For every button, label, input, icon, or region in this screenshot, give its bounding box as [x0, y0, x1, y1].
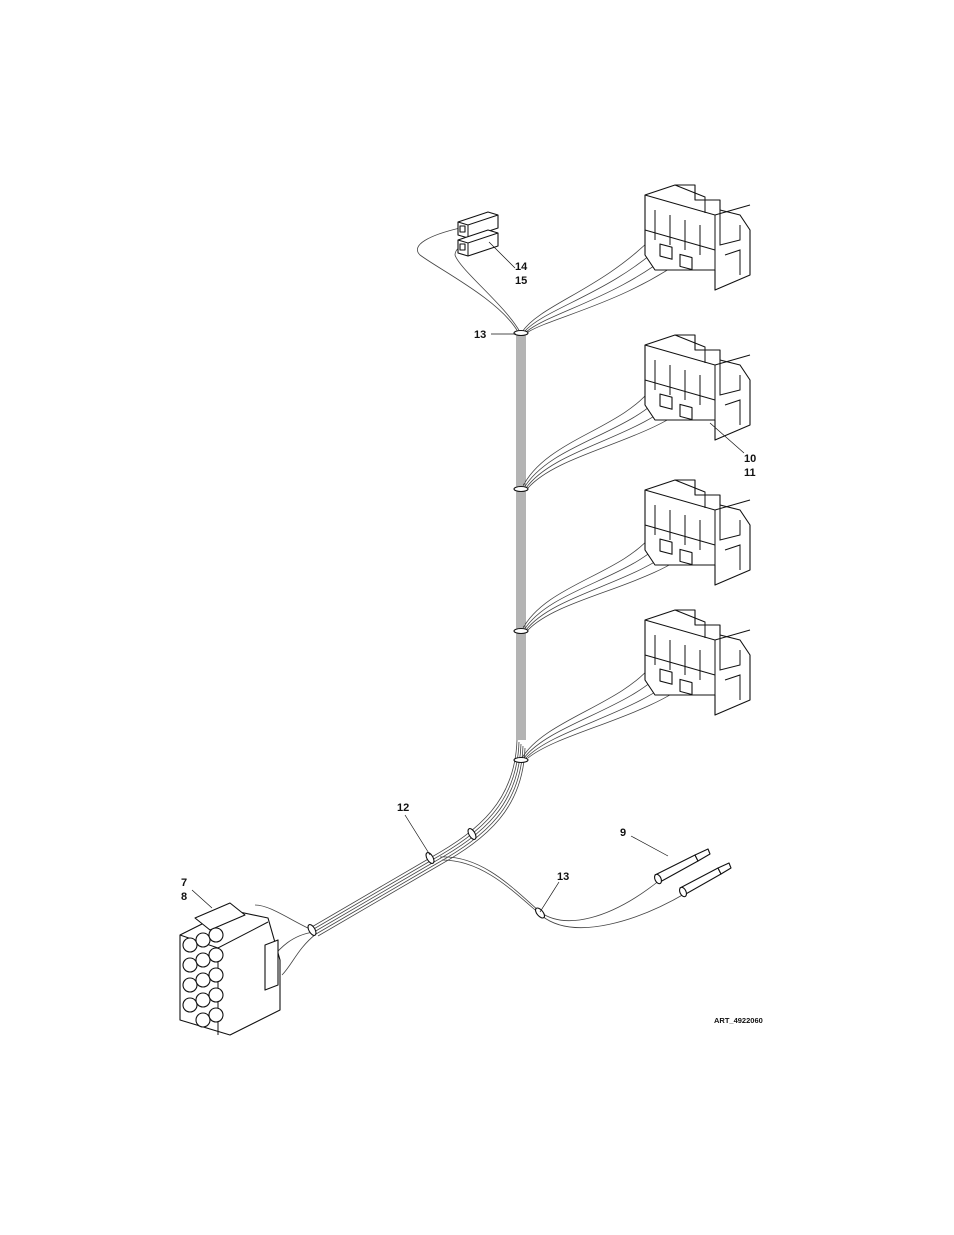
- art-id: ART_4922060: [714, 1016, 763, 1025]
- cable-tie: [514, 629, 528, 634]
- callout-12: 12: [397, 802, 409, 814]
- callout-11: 11: [744, 467, 756, 479]
- callout-14: 14: [515, 261, 528, 273]
- callout-10: 10: [744, 453, 756, 465]
- cable-tie: [514, 331, 528, 336]
- main-connector: [180, 903, 280, 1035]
- cable-ties: [306, 331, 546, 937]
- cable-tie: [466, 827, 477, 840]
- cable-tie: [514, 758, 528, 763]
- small-connector: [458, 212, 498, 256]
- connector-4: [645, 610, 750, 715]
- callout-7: 7: [181, 877, 187, 889]
- cable-tie: [534, 906, 546, 919]
- callout-13-bottom: 13: [557, 871, 569, 883]
- connector-2: [645, 335, 750, 440]
- cable-tie: [306, 923, 317, 936]
- callout-13-top: 13: [474, 329, 486, 341]
- callout-8: 8: [181, 891, 187, 903]
- cable-tie: [424, 851, 435, 864]
- cable-tie: [514, 487, 528, 492]
- harness-trunk: [310, 332, 525, 936]
- callout-15: 15: [515, 275, 527, 287]
- callout-9: 9: [620, 827, 626, 839]
- terminal-pins: [653, 849, 731, 898]
